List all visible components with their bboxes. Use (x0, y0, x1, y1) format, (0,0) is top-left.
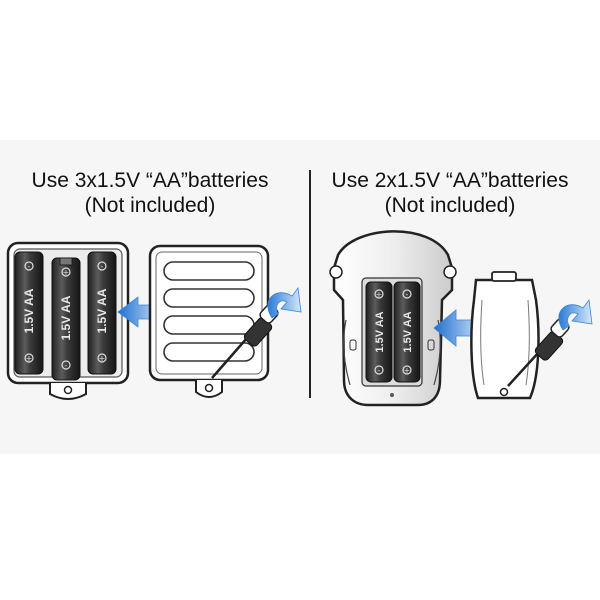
battery-5-label: 1.5V AA (402, 311, 414, 352)
panel-divider (309, 170, 311, 398)
svg-text:+: + (26, 354, 33, 363)
battery-5-icon: - + 1.5V AA (393, 281, 421, 383)
battery-1-label: 1.5V AA (22, 288, 36, 333)
svg-text:+: + (99, 354, 106, 363)
battery-4-icon: + - 1.5V AA (365, 281, 393, 383)
left-heading-line2: (Not included) (84, 194, 216, 217)
battery-3-icon: - + 1.5V AA (87, 251, 117, 375)
right-heading-line1: Use 2x1.5V “AA”batteries (331, 169, 569, 192)
right-heading-line2: (Not included) (384, 194, 516, 217)
toy-body-icon (329, 230, 457, 407)
battery-4-label: 1.5V AA (374, 311, 386, 352)
svg-text:+: + (404, 366, 411, 375)
svg-text:-: - (406, 290, 409, 299)
battery-2-icon: + - 1.5V AA (51, 257, 81, 381)
svg-text:-: - (28, 262, 31, 271)
battery-2-label: 1.5V AA (59, 295, 73, 340)
svg-text:-: - (378, 366, 381, 375)
svg-text:+: + (376, 290, 383, 299)
left-instruction-heading: Use 3x1.5V “AA”batteries (Not included) (5, 168, 295, 218)
compartment-cover-icon-right (470, 271, 540, 400)
compartment-cover-icon (148, 244, 270, 398)
svg-text:+: + (63, 268, 70, 277)
battery-3-label: 1.5V AA (95, 288, 109, 333)
svg-text:-: - (101, 262, 104, 271)
svg-text:-: - (65, 361, 68, 370)
left-heading-line1: Use 3x1.5V “AA”batteries (31, 169, 269, 192)
rotate-arrow-icon (267, 286, 302, 319)
right-instruction-heading: Use 2x1.5V “AA”batteries (Not included) (305, 168, 595, 218)
battery-1-icon: - + 1.5V AA (14, 251, 44, 375)
rotate-arrow-icon-right (558, 298, 593, 331)
